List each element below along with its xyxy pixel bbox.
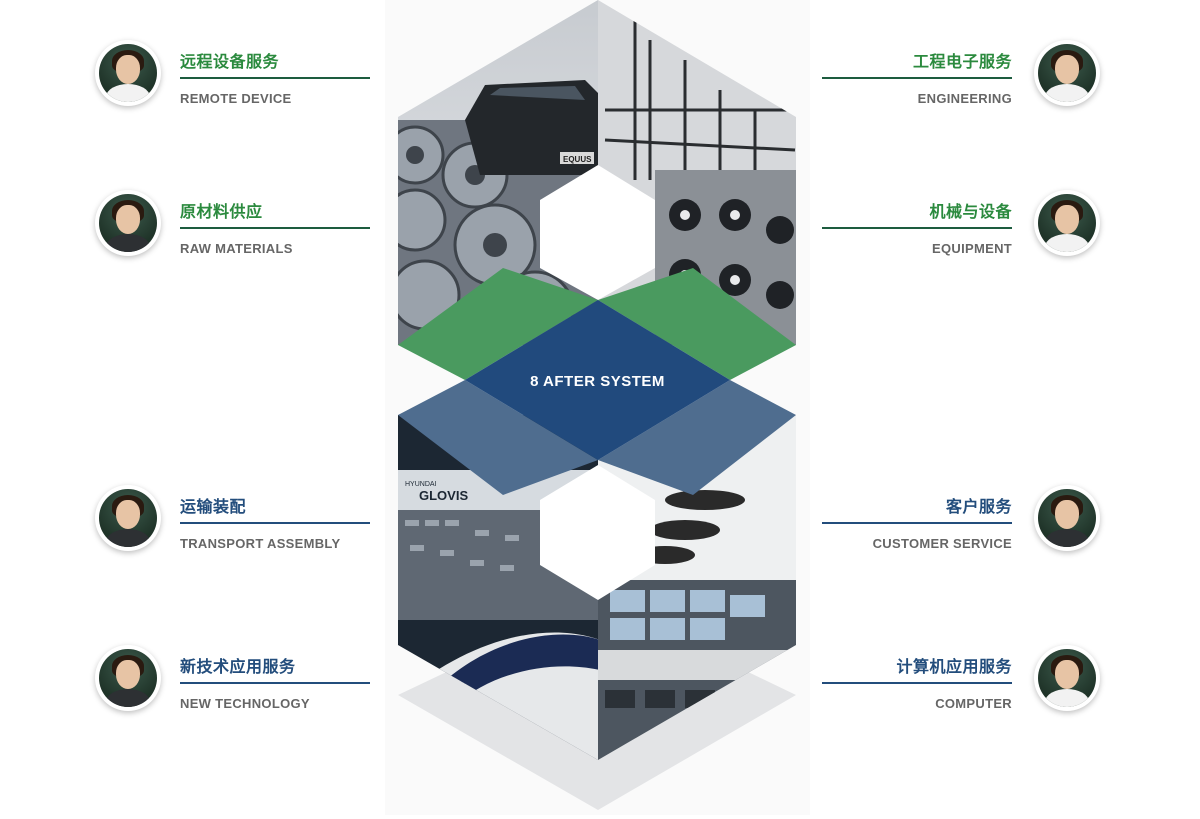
divider	[180, 682, 370, 684]
divider	[822, 682, 1012, 684]
diamond-slate-left	[398, 380, 598, 495]
car-badge-text: EQUUS	[563, 155, 592, 164]
avatar	[95, 190, 161, 256]
service-title-cn: 计算机应用服务	[896, 657, 1012, 676]
hexagon-svg: EQUUS	[385, 0, 810, 815]
divider	[822, 522, 1012, 524]
ship-brand-text: HYUNDAI	[405, 481, 437, 488]
service-title-en: REMOTE DEVICE	[180, 91, 292, 106]
service-title-en: EQUIPMENT	[932, 241, 1012, 256]
service-title-en: ENGINEERING	[917, 91, 1012, 106]
divider	[822, 227, 1012, 229]
diamond-slate-right	[598, 380, 796, 495]
avatar	[95, 485, 161, 551]
center-title: 8 AFTER SYSTEM	[530, 373, 665, 390]
service-title-en: NEW TECHNOLOGY	[180, 696, 310, 711]
service-customer-service[interactable]: 客户服务 CUSTOMER SERVICE	[800, 485, 1100, 565]
service-new-technology[interactable]: 新技术应用服务 NEW TECHNOLOGY	[95, 645, 395, 725]
divider	[180, 522, 370, 524]
service-raw-materials[interactable]: 原材料供应 RAW MATERIALS	[95, 190, 395, 270]
avatar	[1034, 645, 1100, 711]
service-title-en: RAW MATERIALS	[180, 241, 293, 256]
divider	[822, 77, 1012, 79]
ship-name-text: GLOVIS	[419, 488, 468, 503]
service-title-cn: 原材料供应	[180, 202, 263, 221]
avatar	[95, 645, 161, 711]
white-hex-bottom	[540, 465, 655, 600]
divider	[180, 77, 370, 79]
avatar	[95, 40, 161, 106]
avatar	[1034, 190, 1100, 256]
service-title-cn: 新技术应用服务	[180, 657, 296, 676]
white-hex-top	[540, 165, 655, 300]
service-computer[interactable]: 计算机应用服务 COMPUTER	[800, 645, 1100, 725]
service-title-en: CUSTOMER SERVICE	[872, 536, 1012, 551]
service-title-en: COMPUTER	[935, 696, 1012, 711]
hexagon-graphic: EQUUS	[385, 0, 810, 815]
diamond-green-left	[398, 268, 598, 380]
service-title-cn: 客户服务	[945, 497, 1012, 516]
service-title-en: TRANSPORT ASSEMBLY	[180, 536, 341, 551]
avatar	[1034, 40, 1100, 106]
service-remote-device[interactable]: 远程设备服务 REMOTE DEVICE	[95, 40, 395, 120]
avatar	[1034, 485, 1100, 551]
divider	[180, 227, 370, 229]
diamond-green-right	[598, 268, 796, 380]
service-equipment[interactable]: 机械与设备 EQUIPMENT	[800, 190, 1100, 270]
diamond-blue-center	[465, 300, 730, 460]
service-title-cn: 机械与设备	[929, 202, 1012, 221]
service-engineering[interactable]: 工程电子服务 ENGINEERING	[800, 40, 1100, 120]
service-title-cn: 工程电子服务	[912, 52, 1012, 71]
service-transport-assembly[interactable]: 运输装配 TRANSPORT ASSEMBLY	[95, 485, 395, 565]
service-title-cn: 远程设备服务	[180, 52, 280, 71]
service-title-cn: 运输装配	[180, 497, 247, 516]
